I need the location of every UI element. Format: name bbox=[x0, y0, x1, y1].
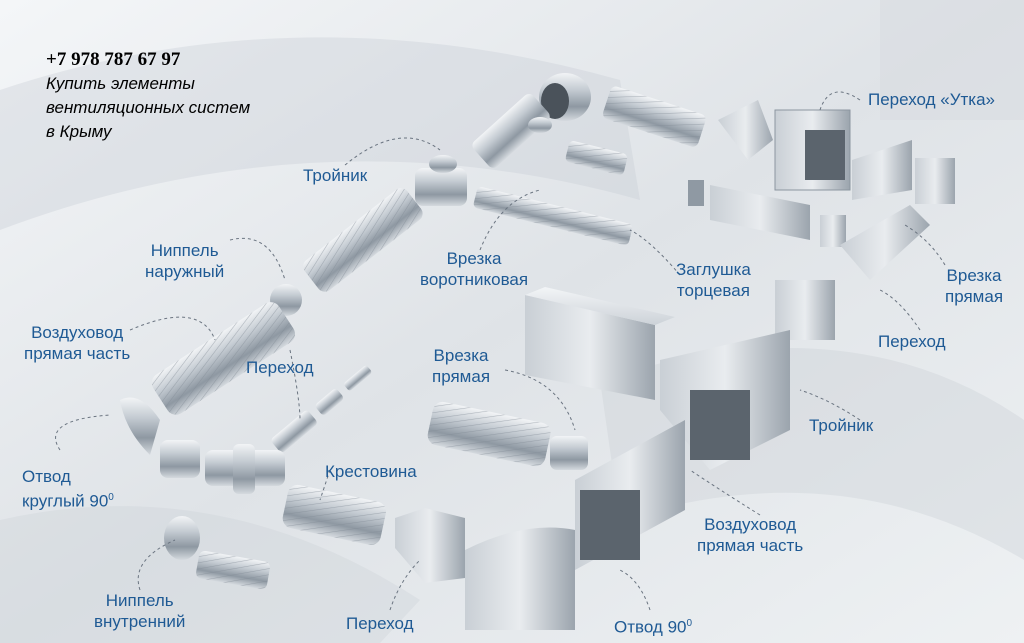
rect-transition-top bbox=[718, 100, 773, 160]
label-perehod-utka: Переход «Утка» bbox=[868, 90, 996, 109]
round-duct-top-right bbox=[603, 86, 706, 147]
label-otvod-90-rect: Отвод 900 bbox=[614, 617, 693, 637]
round-duct-center bbox=[427, 401, 551, 467]
round-duct-diagonal-2 bbox=[303, 188, 423, 292]
round-to-rect-transition-bottom bbox=[395, 508, 465, 583]
label-troynik-rect: Тройник bbox=[809, 416, 874, 435]
round-tee-top bbox=[415, 155, 467, 206]
round-long-pipe-mid bbox=[473, 187, 633, 245]
round-elbow-left bbox=[120, 397, 160, 455]
label-vozduhovod-rect: Воздуховод прямая часть bbox=[697, 515, 804, 555]
rect-offset-duck bbox=[852, 140, 912, 200]
phone-number[interactable]: +7 978 787 67 97 bbox=[46, 49, 181, 70]
round-duct-diagonal-1 bbox=[472, 93, 550, 168]
round-collar bbox=[160, 440, 200, 478]
round-duct-bottom bbox=[282, 484, 386, 545]
round-pipe-bottom-small bbox=[196, 550, 270, 590]
label-troynik-round: Тройник bbox=[303, 166, 368, 185]
rect-duct-bottom bbox=[575, 420, 685, 570]
label-perehod-rect: Переход bbox=[878, 332, 946, 351]
tagline-line-1: Купить элементы bbox=[46, 74, 195, 93]
label-krestovina: Крестовина bbox=[325, 462, 417, 481]
label-nippel-naruzhny: Ниппель наружный bbox=[145, 241, 225, 281]
rect-tee-center bbox=[660, 330, 790, 470]
label-perehod-round: Переход bbox=[246, 358, 314, 377]
rect-transition-right bbox=[775, 280, 835, 340]
rect-duct-right-diag bbox=[840, 205, 930, 280]
label-zaglushka-tortsevaya: Заглушка торцевая bbox=[676, 260, 751, 300]
label-vrezka-pryamaya-center: Врезка прямая bbox=[432, 346, 491, 386]
label-otvod-krugly: Отвод круглый 900 bbox=[22, 467, 114, 511]
label-vozduhovod-round: Воздуховод прямая часть bbox=[24, 323, 131, 363]
round-nipple-inner bbox=[164, 516, 200, 560]
round-elbow-top bbox=[539, 73, 591, 121]
round-duct-long-left bbox=[151, 302, 296, 415]
rect-elbow-small bbox=[915, 158, 955, 204]
label-vrezka-vorotnikovaya: Врезка воротниковая bbox=[420, 249, 529, 289]
label-vrezka-pryamaya-right: Врезка прямая bbox=[945, 266, 1004, 306]
rect-duct-open-top bbox=[774, 109, 851, 191]
contact-block: +7 978 787 67 97 Купить элементы вентиля… bbox=[46, 48, 250, 144]
label-perehod-bottom: Переход bbox=[346, 614, 414, 633]
round-coupling-center bbox=[550, 436, 588, 470]
rect-elbow-bottom bbox=[465, 527, 575, 630]
round-branch-y bbox=[528, 117, 552, 133]
callout-lines bbox=[55, 91, 946, 611]
round-reducer-chain bbox=[271, 365, 372, 453]
rect-small-piece bbox=[820, 215, 846, 247]
rect-duct-long-top bbox=[710, 185, 810, 240]
rect-duct-center bbox=[525, 287, 675, 400]
round-small-pipe bbox=[565, 141, 628, 175]
label-nippel-vnutrenny: Ниппель внутренний bbox=[94, 591, 186, 631]
rect-end-cap bbox=[688, 180, 704, 206]
tagline-line-3: в Крыму bbox=[46, 122, 112, 141]
round-cross bbox=[205, 444, 285, 494]
tagline-line-2: вентиляционных систем bbox=[46, 98, 251, 117]
